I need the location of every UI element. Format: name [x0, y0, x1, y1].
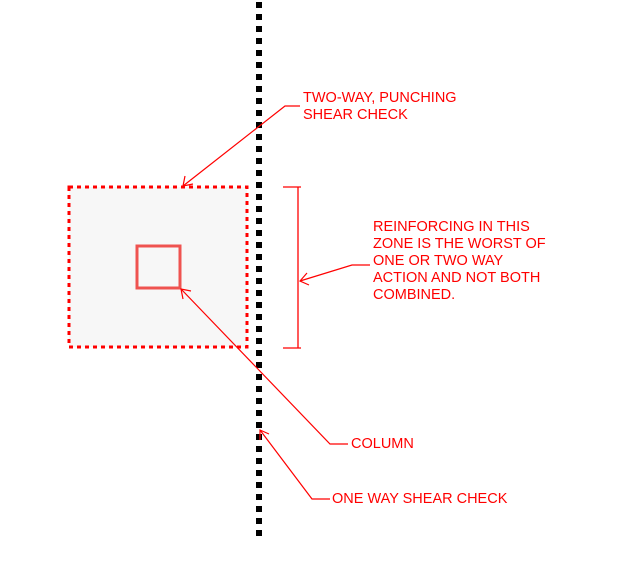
- reinforcing-label: REINFORCING IN THIS ZONE IS THE WORST OF…: [373, 219, 546, 304]
- punching-shear-zone: [67, 185, 249, 349]
- reinforcing-label-line-1: REINFORCING IN THIS: [373, 219, 530, 235]
- reinforcing-leader: [299, 264, 370, 286]
- column-square: [135, 244, 182, 290]
- reinforcing-label-line-5: COMBINED.: [373, 287, 456, 303]
- two-way-label: TWO-WAY, PUNCHING SHEAR CHECK: [303, 90, 457, 124]
- zone-dimension-bracket: [283, 186, 301, 349]
- reinforcing-label-line-4: ACTION AND NOT BOTH: [373, 270, 541, 286]
- two-way-label-line-1: TWO-WAY, PUNCHING: [303, 90, 457, 106]
- two-way-leader: [182, 105, 300, 187]
- column-label: COLUMN: [351, 436, 414, 452]
- two-way-label-line-2: SHEAR CHECK: [303, 107, 408, 123]
- reinforcing-label-line-2: ZONE IS THE WORST OF: [373, 236, 546, 252]
- one-way-leader: [259, 429, 330, 500]
- reinforcing-label-line-3: ONE OR TWO WAY: [373, 253, 504, 269]
- one-way-label: ONE WAY SHEAR CHECK: [332, 491, 508, 507]
- column-leader: [180, 288, 348, 445]
